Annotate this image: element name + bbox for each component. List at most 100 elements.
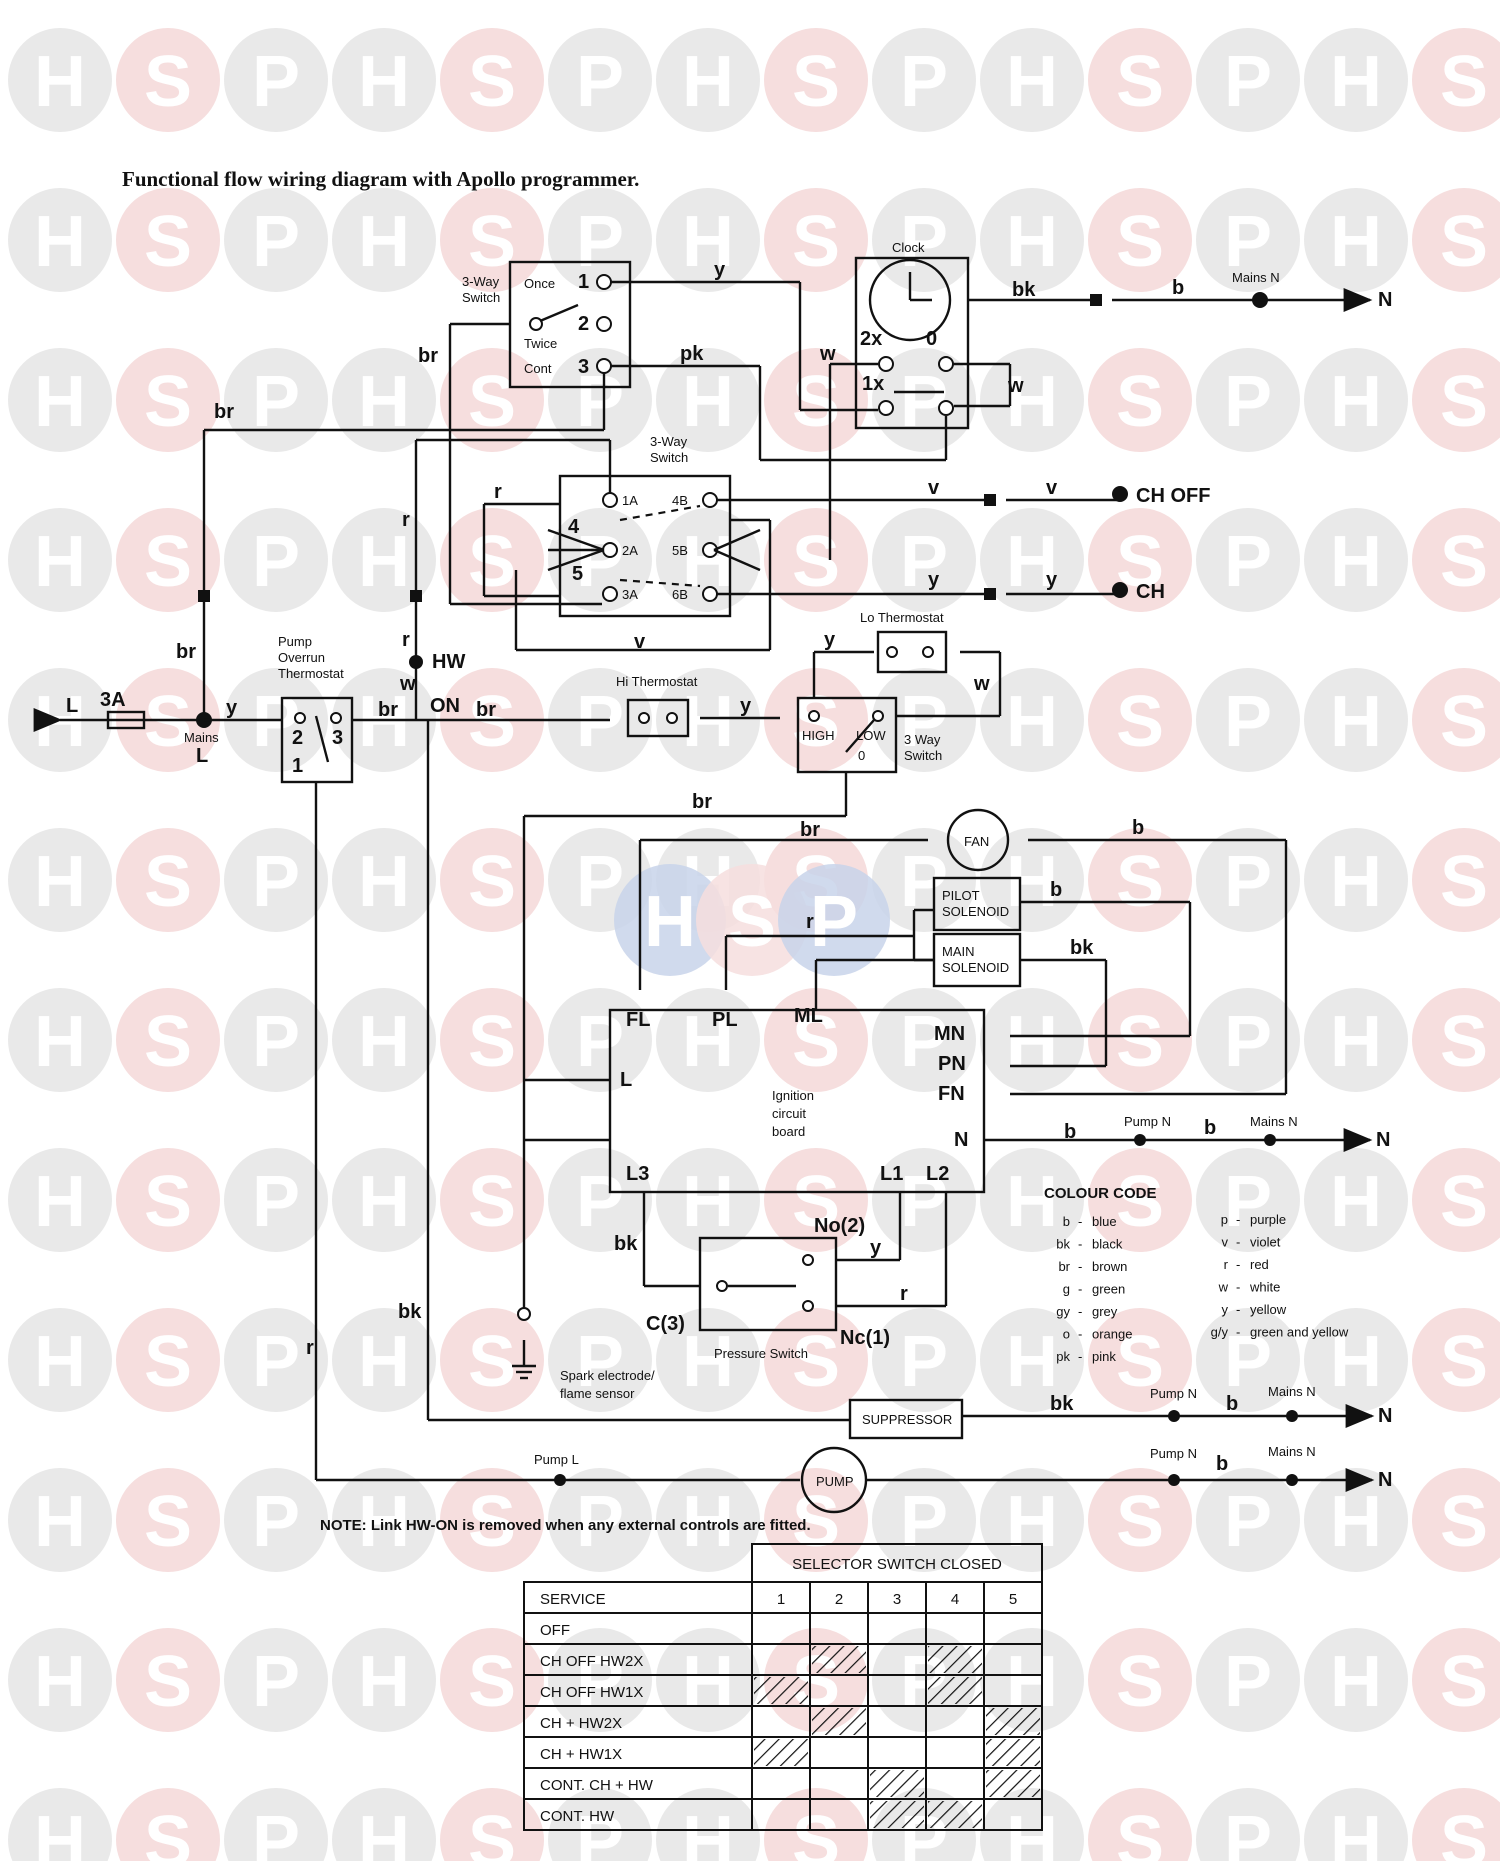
- watermark-disc: [332, 508, 436, 612]
- table-cell-closed: [986, 1770, 1040, 1797]
- watermark-disc: [440, 1148, 544, 1252]
- pump-label: PUMP: [816, 1474, 854, 1489]
- table-cell-closed: [986, 1708, 1040, 1735]
- watermark-letter: S: [468, 842, 516, 922]
- wire-br-7: br: [800, 819, 820, 841]
- watermark-disc: [872, 1148, 976, 1252]
- watermark-letter: S: [1116, 682, 1164, 762]
- colour-key: p: [1221, 1212, 1228, 1227]
- watermark-letter: H: [682, 1482, 734, 1562]
- center-logo-disc: [614, 864, 726, 976]
- watermark-letter: S: [1116, 42, 1164, 122]
- colour-dash: -: [1078, 1237, 1082, 1252]
- watermark-letter: P: [252, 682, 300, 762]
- term-2a: 2A: [622, 543, 638, 558]
- colour-dash: -: [1236, 1280, 1240, 1295]
- ignition-circuit-board: [608, 1008, 986, 1194]
- watermark-disc: [1196, 828, 1300, 932]
- watermark-letter: H: [682, 42, 734, 122]
- switch-top-label-1: 3-Way: [462, 274, 500, 289]
- watermark-letter: P: [1224, 1322, 1272, 1402]
- wire-w-3: w: [973, 673, 990, 695]
- watermark-letter: S: [468, 1642, 516, 1722]
- watermark-letter: H: [358, 1322, 410, 1402]
- watermark-letter: H: [682, 1002, 734, 1082]
- mains-n-board: Mains N: [1250, 1114, 1298, 1129]
- watermark-letter: S: [144, 42, 192, 122]
- watermark-letter: H: [358, 1162, 410, 1242]
- watermark-letter: H: [34, 42, 86, 122]
- watermark-disc: [440, 28, 544, 132]
- watermark-disc: [656, 348, 760, 452]
- watermark-letter: H: [682, 1642, 734, 1722]
- watermark-letter: S: [468, 42, 516, 122]
- watermark-disc: [332, 1308, 436, 1412]
- watermark-letter: H: [1330, 1802, 1382, 1861]
- watermark-disc: [332, 348, 436, 452]
- watermark-disc: [116, 508, 220, 612]
- colour-value: purple: [1250, 1212, 1286, 1227]
- colour-code-title: COLOUR CODE: [1044, 1185, 1157, 1202]
- watermark-letter: S: [468, 202, 516, 282]
- selector-switch-top: 3-Way Switch Once Twice Cont 1 2 3: [462, 260, 632, 389]
- watermark-letter: S: [792, 1322, 840, 1402]
- watermark-disc: [8, 1788, 112, 1866]
- no2-label: No(2): [814, 1215, 865, 1237]
- watermark-letter: H: [1330, 842, 1382, 922]
- watermark-disc: [116, 1308, 220, 1412]
- watermark-disc: [116, 1148, 220, 1252]
- watermark-disc: [764, 28, 868, 132]
- watermark-disc: [1412, 28, 1500, 132]
- watermark-disc: [980, 1788, 1084, 1866]
- watermark-disc: [980, 1468, 1084, 1572]
- wire-v-2: v: [1046, 477, 1058, 499]
- term-1a: 1A: [622, 493, 638, 508]
- line-l: L: [66, 695, 78, 717]
- label-cont: Cont: [524, 361, 552, 376]
- board-fl: FL: [626, 1009, 650, 1031]
- watermark-disc: [224, 348, 328, 452]
- watermark-disc: [8, 1308, 112, 1412]
- watermark-disc: [1304, 1308, 1408, 1412]
- watermark-letter: P: [900, 1002, 948, 1082]
- wire-v-3: v: [634, 631, 646, 653]
- watermark-letter: S: [468, 1002, 516, 1082]
- watermark-disc: [332, 1788, 436, 1866]
- table-row-service: OFF: [540, 1622, 570, 1639]
- watermark-disc: [656, 508, 760, 612]
- watermark-disc: [1304, 1468, 1408, 1572]
- watermark-disc: [224, 1308, 328, 1412]
- pump-overrun-label-2: Overrun: [278, 650, 325, 665]
- watermark-disc: [1088, 188, 1192, 292]
- colour-value: violet: [1250, 1235, 1281, 1250]
- watermark-disc: [1196, 668, 1300, 772]
- wire-w-1: w: [819, 343, 836, 365]
- table-cell-closed: [928, 1801, 982, 1828]
- watermark-letter: H: [1006, 362, 1058, 442]
- watermark-disc: [1304, 1628, 1408, 1732]
- table-group-header: SELECTOR SWITCH CLOSED: [792, 1556, 1002, 1573]
- wire-b-clock: b: [1172, 277, 1184, 299]
- switch-mid-label-2: Switch: [650, 450, 688, 465]
- watermark-letter: S: [1116, 1642, 1164, 1722]
- colour-dash: -: [1078, 1304, 1082, 1319]
- mains-n-suppressor: Mains N: [1268, 1384, 1316, 1399]
- colour-value: brown: [1092, 1259, 1127, 1274]
- fan-motor: [946, 808, 1010, 872]
- watermark-letter: H: [1330, 1002, 1382, 1082]
- watermark-disc: [980, 668, 1084, 772]
- watermark-disc: [1304, 28, 1408, 132]
- watermark-letter: P: [900, 1162, 948, 1242]
- watermark-disc: [1304, 828, 1408, 932]
- table-column-header: 5: [1009, 1591, 1017, 1608]
- watermark-letter: P: [1224, 522, 1272, 602]
- watermark-letter: H: [682, 1322, 734, 1402]
- watermark-letter: H: [682, 682, 734, 762]
- watermark-letter: S: [1440, 1162, 1488, 1242]
- watermark-disc: [8, 508, 112, 612]
- pump-term-3: 3: [332, 727, 343, 749]
- watermark-disc: [872, 28, 976, 132]
- term-1: 1: [578, 271, 589, 293]
- fuse-3a: 3A: [100, 689, 126, 711]
- watermark-disc: [980, 28, 1084, 132]
